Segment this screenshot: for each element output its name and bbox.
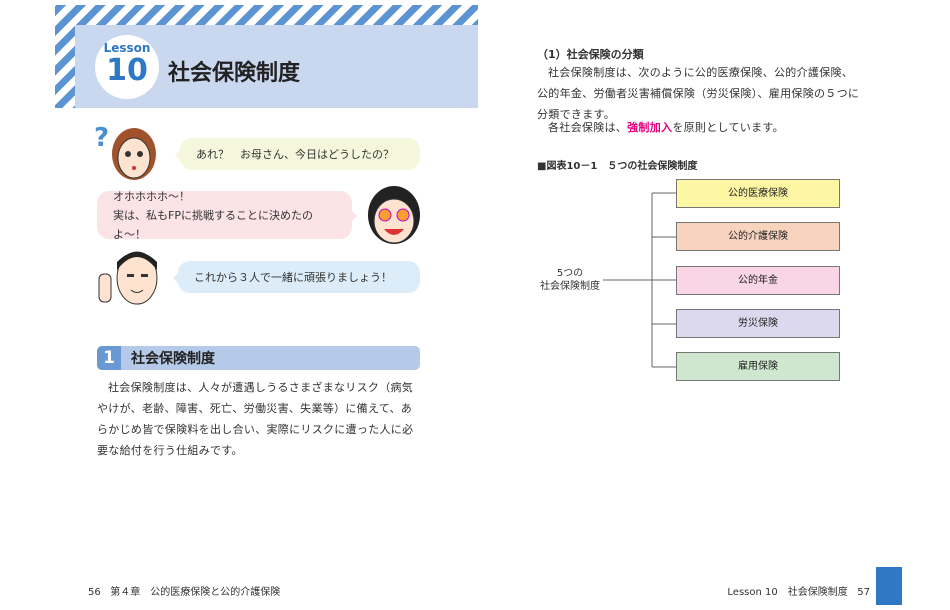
dialogue-line: あれ？ お母さん、今日はどうしたの？	[196, 147, 394, 161]
left-footer: 56 第４章 公的医療保険と公的介護保険	[88, 583, 280, 598]
text: を原則としています。	[672, 121, 784, 134]
speech-bubble-man: これから３人で一緒に頑張りましょう！	[173, 261, 420, 293]
page-number: 56	[88, 587, 101, 598]
dialogue-line: これから３人で一緒に頑張りましょう！	[194, 270, 392, 284]
lesson-label: Lesson	[103, 41, 151, 55]
svg-text:?: ?	[94, 123, 109, 153]
paragraph-1: 社会保険制度は、次のように公的医療保険、公的介護保険、公的年金、労働者災害補償保…	[537, 66, 860, 121]
man-character-icon	[98, 251, 158, 305]
figure-item-box: 雇用保険	[676, 352, 840, 381]
root-line: 社会保険制度	[540, 281, 600, 292]
subheading: （1）社会保険の分類	[537, 48, 644, 61]
speech-bubble-daughter: あれ？ お母さん、今日はどうしたの？	[175, 138, 420, 170]
speech-bubble-mother: オホホホホ〜！ 実は、私もFPに挑戦することに決めたのよ〜！	[97, 190, 357, 241]
figure-caption: ■図表10－1 ５つの社会保険制度	[537, 161, 698, 172]
dialogue-line: 実は、私もFPに挑戦することに決めたのよ〜！	[113, 208, 313, 241]
dialogue-line: オホホホホ〜！	[113, 189, 190, 203]
section-heading: 1 社会保険制度	[97, 346, 420, 370]
mother-character-icon	[368, 186, 420, 244]
page-tab-marker	[876, 567, 902, 605]
lesson-number: 10	[106, 53, 148, 88]
section-body: 社会保険制度は、人々が遭遇しうるさまざまなリスク（病気やけが、老齢、障害、死亡、…	[97, 381, 414, 457]
chapter-title: 第４章 公的医療保険と公的介護保険	[110, 587, 281, 598]
highlight-term: 強制加入	[627, 121, 673, 134]
figure-root-label: 5つの 社会保険制度	[530, 267, 610, 293]
text: 各社会保険は、	[548, 121, 628, 134]
root-line: 5つの	[556, 268, 584, 279]
tree-connector-lines	[603, 192, 676, 368]
paragraph-2: 各社会保険は、強制加入を原則としています。	[537, 117, 864, 138]
lesson-footer-title: Lesson 10 社会保険制度	[727, 587, 848, 598]
daughter-character-icon: ?	[94, 123, 156, 180]
lesson-header: Lesson 10 社会保険制度	[55, 5, 478, 108]
figure-item-box: 公的介護保険	[676, 222, 840, 251]
figure-item-box: 公的医療保険	[676, 179, 840, 208]
page-number: 57	[857, 587, 870, 598]
figure-item-box: 労災保険	[676, 309, 840, 338]
lesson-title: 社会保険制度	[168, 61, 301, 86]
section-number: 1	[97, 346, 121, 370]
figure-item-box: 公的年金	[676, 266, 840, 295]
right-footer: Lesson 10 社会保険制度 57	[727, 583, 870, 598]
lesson-badge: Lesson 10	[95, 35, 159, 99]
section-title: 社会保険制度	[131, 351, 215, 367]
